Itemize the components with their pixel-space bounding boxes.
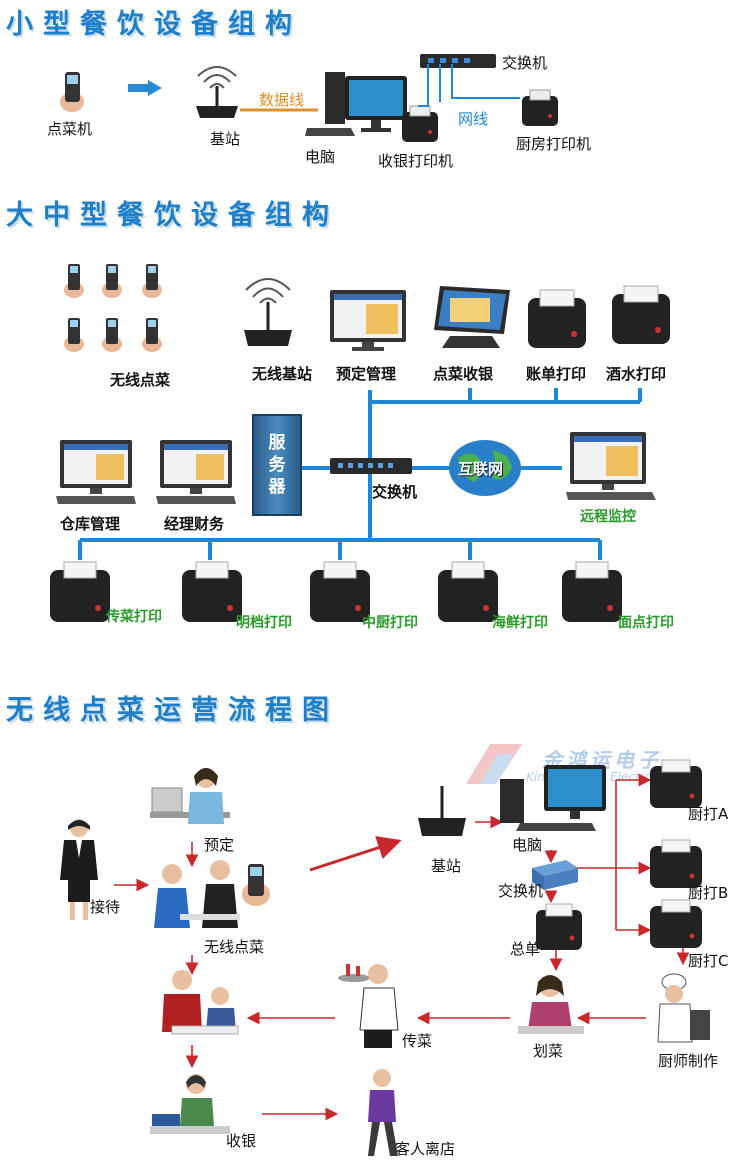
kitchen-printer-c-icon [650, 899, 702, 948]
remote-monitor-label: 远程监控 [580, 509, 636, 525]
guest-leave-label: 客人离店 [395, 1140, 456, 1158]
warehouse-monitor-icon [56, 440, 136, 504]
warehouse-label: 仓库管理 [60, 515, 121, 533]
internet-globe-icon [449, 440, 521, 496]
drink-printer-icon [612, 285, 670, 344]
server-icon: 服务器 [252, 414, 302, 516]
flow-base-station-icon [418, 786, 466, 836]
flow-switch-label: 交换机 [498, 882, 544, 900]
manager-monitor-icon [156, 440, 236, 504]
pos-terminal-icon [434, 286, 510, 348]
drink-print-label: 酒水打印 [606, 365, 667, 383]
pastry-printer-icon [562, 561, 622, 622]
handheld-icon [60, 72, 84, 112]
section3-title: 无线点菜运营流程图 [6, 695, 339, 726]
pastry-print-label: 面点打印 [618, 615, 674, 631]
main-kitchen-print-label: 中厨打印 [362, 615, 418, 631]
serve-flow-label: 传菜 [402, 1032, 433, 1050]
waiter-serving-icon [338, 964, 399, 1048]
handheld-group-icon [64, 264, 162, 352]
kitchen-printer-a-icon [650, 759, 702, 808]
handheld-device [60, 70, 90, 118]
chef-icon [657, 973, 710, 1043]
wireless-arrow-icon [128, 80, 162, 96]
serve-printer-icon [50, 561, 110, 622]
section1-title: 小型餐饮设备组构 [6, 9, 302, 40]
reservation-monitor-icon [330, 290, 406, 351]
chef-make-label: 厨师制作 [658, 1052, 719, 1070]
flow-computer-label: 电脑 [512, 836, 543, 854]
switch-label-2: 交换机 [372, 483, 418, 501]
receptionist-figure-icon [60, 819, 98, 920]
cashier-flow-label: 收银 [226, 1132, 257, 1150]
kitchen-printer-b-icon [650, 839, 702, 888]
bill-printer-icon [528, 289, 586, 348]
wireless-handhelds [64, 262, 174, 366]
wireless-base-icon [244, 278, 292, 346]
computer-label: 电脑 [305, 148, 336, 166]
cashier-printer-label: 收银打印机 [378, 152, 454, 170]
wireless-base-label: 无线基站 [252, 365, 313, 383]
reception-label: 接待 [90, 898, 121, 916]
reservation-flow-label: 预定 [204, 836, 235, 854]
open-stall-print-label: 明档打印 [236, 615, 292, 631]
cashier-printer-icon [402, 105, 438, 142]
main-order-label: 总单 [510, 940, 541, 958]
handheld-label: 点菜机 [47, 120, 93, 138]
wireless-order-flow-label: 无线点菜 [204, 938, 265, 956]
flow-base-station-label: 基站 [431, 857, 462, 875]
guest-leaving-icon [368, 1069, 398, 1156]
kitchen-printer-icon [522, 89, 558, 126]
network-cable-lines [418, 64, 520, 107]
switch-label: 交换机 [502, 54, 548, 72]
kitchen-a-label: 厨打A [688, 805, 729, 823]
flow-switch-icon [532, 860, 578, 890]
order-cashier-label: 点菜收银 [433, 365, 494, 383]
computer-icon [305, 72, 407, 136]
seafood-printer-icon [438, 561, 498, 622]
base-station-icon [196, 66, 238, 118]
switch-icon-2 [330, 458, 412, 474]
internet-label: 互联网 [458, 460, 504, 478]
kitchen-c-label: 厨打C [688, 952, 729, 970]
data-cable-label: 数据线 [259, 91, 305, 109]
watermark-emblem-icon [466, 744, 522, 784]
serve-print-label: 传菜打印 [106, 609, 162, 625]
manager-finance-label: 经理财务 [164, 515, 225, 533]
dining-scene-icon [162, 970, 239, 1035]
remote-monitor-icon [566, 432, 656, 500]
seafood-print-label: 海鲜打印 [492, 615, 548, 631]
flow-computer-icon [500, 765, 606, 831]
cashier-operator-icon [150, 1074, 230, 1134]
main-order-printer-icon [536, 903, 582, 950]
section2-title: 大中型餐饮设备组构 [6, 200, 339, 231]
check-off-operator-icon [518, 975, 584, 1034]
wireless-order-scene-icon [154, 860, 270, 928]
data-cable-line [240, 108, 318, 112]
base-station-label: 基站 [210, 130, 241, 148]
main-kitchen-printer-icon [310, 561, 370, 622]
kitchen-b-label: 厨打B [688, 884, 729, 902]
bill-print-label: 账单打印 [526, 365, 587, 383]
wireless-order-label: 无线点菜 [110, 371, 171, 389]
server-label: 服务器 [268, 433, 286, 497]
open-stall-printer-icon [182, 561, 242, 622]
kitchen-printer-label: 厨房打印机 [516, 135, 592, 153]
reservation-label: 预定管理 [336, 365, 397, 383]
network-cable-label: 网线 [458, 110, 489, 128]
reservation-operator-icon [150, 768, 230, 824]
check-off-label: 划菜 [533, 1042, 564, 1060]
